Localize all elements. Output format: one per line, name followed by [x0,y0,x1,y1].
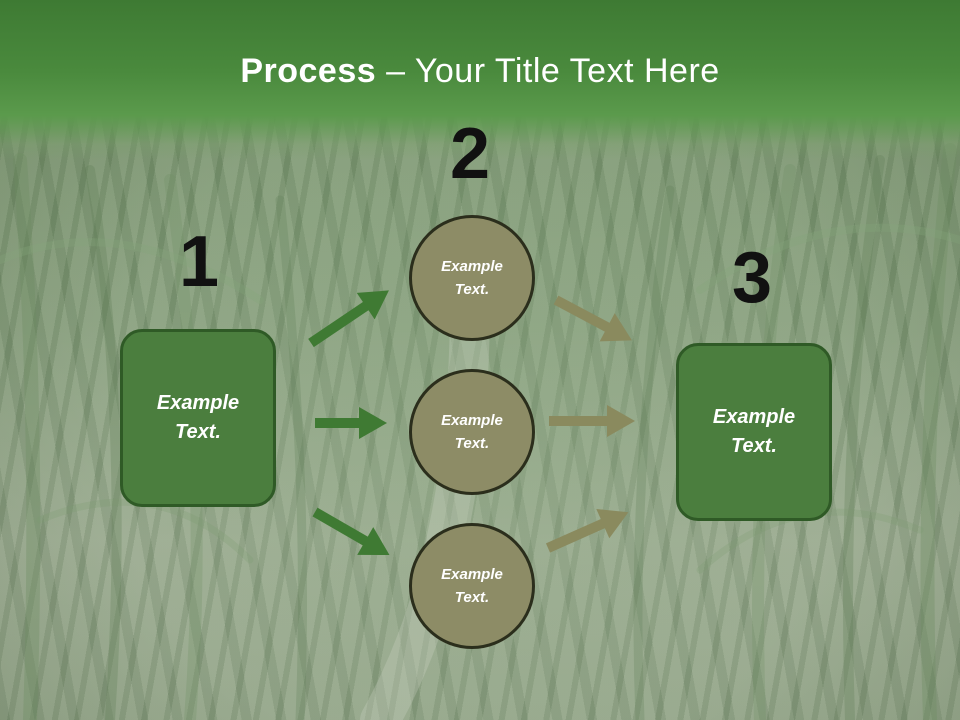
arrow-top-to-3 [553,295,632,342]
arrow-bottom-to-3 [545,508,629,553]
arrow-middle-to-3 [549,405,635,437]
arrow-1-to-top [308,290,389,348]
step-3-box: Example Text. [676,343,832,521]
step-2-circle-top: Example Text. [409,215,535,341]
header-band [0,0,960,160]
step-2-circle-middle: Example Text. [409,369,535,495]
title-text: Your Title Text Here [414,52,720,90]
title-separator: – [376,52,415,90]
step-1-box: Example Text. [120,329,276,507]
arrow-1-to-middle [315,407,387,439]
page-title: Process – Your Title Text Here [0,52,960,91]
step-number-2: 2 [450,114,491,194]
step-number-3: 3 [732,238,773,318]
step-number-1: 1 [179,222,220,302]
arrow-1-to-bottom [312,507,390,555]
title-bold: Process [240,52,377,90]
step-2-circle-bottom: Example Text. [409,523,535,649]
